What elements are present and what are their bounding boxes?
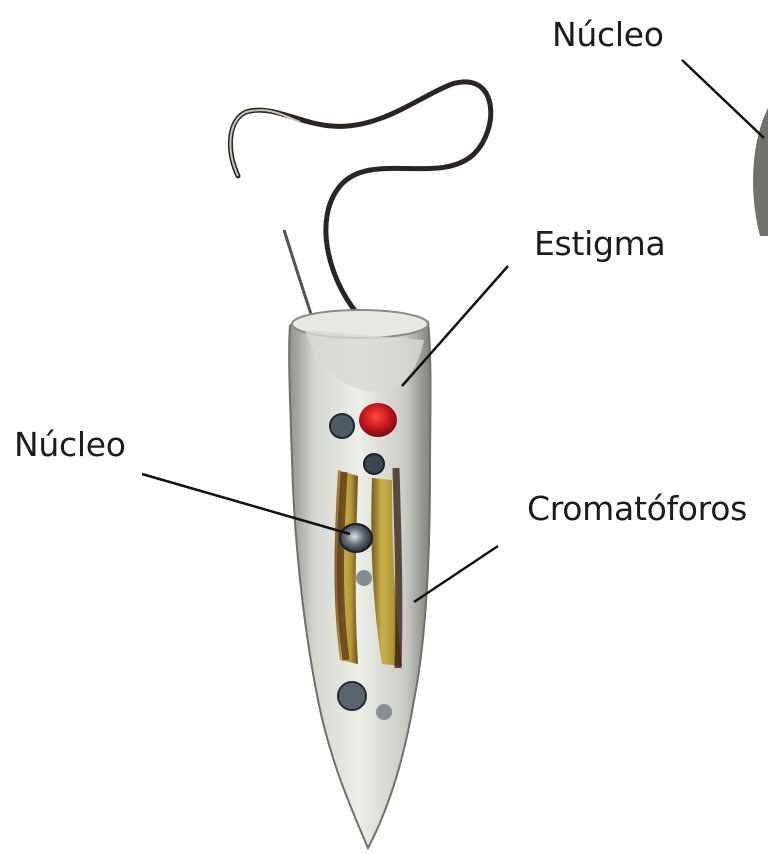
vesicle xyxy=(330,414,354,438)
vesicle xyxy=(356,570,372,586)
label-nucleo-left: Núcleo xyxy=(14,428,126,461)
label-cromatoforos: Cromatóforos xyxy=(527,492,747,525)
label-estigma: Estigma xyxy=(534,227,665,260)
adjacent-organism-edge xyxy=(753,108,768,236)
vesicle xyxy=(376,704,392,720)
label-nucleo-top: Núcleo xyxy=(552,18,664,51)
vesicle xyxy=(338,682,366,710)
nucleus xyxy=(340,524,372,552)
vesicle xyxy=(364,454,384,474)
stigma xyxy=(359,403,397,437)
leader-line-nucleo-top xyxy=(682,60,764,138)
